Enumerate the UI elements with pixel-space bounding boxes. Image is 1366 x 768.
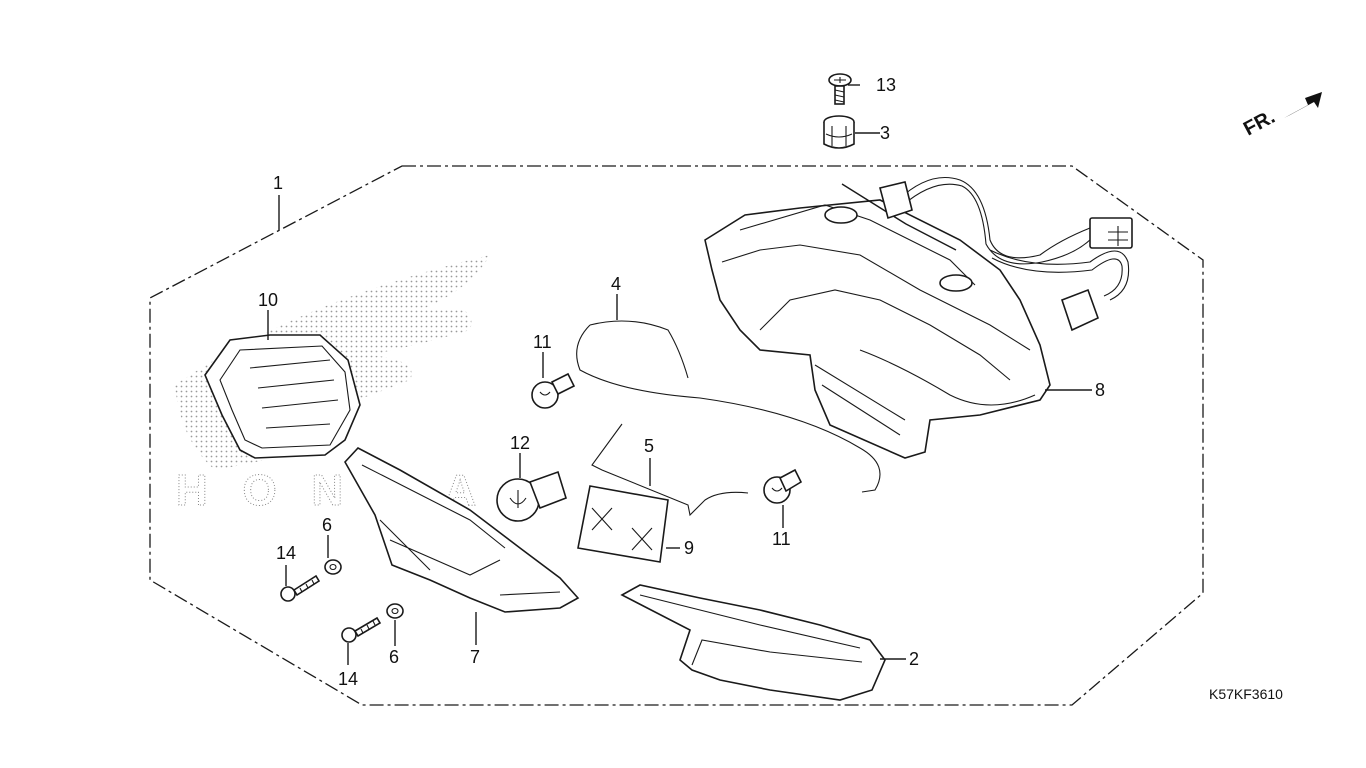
callout-6-upper: 6 [322,515,332,535]
front-direction-label: FR. [1240,106,1279,141]
washer-6-upper [324,559,342,575]
callout-12: 12 [510,433,530,453]
callout-13: 13 [876,75,896,95]
bracket-wire-5 [591,423,749,517]
callout-3: 3 [880,123,890,143]
callout-14-lower: 14 [338,669,358,689]
figure-code: K57KF3610 [1209,686,1283,702]
seal-4 [576,320,881,493]
reflector-9 [577,485,669,563]
screw-13 [828,73,852,105]
callout-9: 9 [684,538,694,558]
grommet-3 [823,115,855,149]
callout-11-right: 11 [772,529,791,549]
washer-6-lower [386,603,404,619]
screw-14-upper [280,574,321,602]
bulb-12 [496,470,567,522]
cover-2 [620,584,886,701]
callout-2: 2 [909,649,919,669]
taillight-base-8 [704,176,1133,459]
callout-14-upper: 14 [276,543,296,563]
callout-6-lower: 6 [389,647,399,667]
callout-4: 4 [611,274,621,294]
assembly-boundary [149,165,1204,706]
callouts: 1 2 3 4 5 6 6 7 8 9 10 11 11 12 13 14 14 [258,75,1105,689]
callout-10: 10 [258,290,278,310]
callout-5: 5 [644,436,654,456]
leader-lines [267,84,1092,665]
callout-11-left: 11 [533,332,552,352]
front-arrow-icon [1284,92,1322,118]
side-cover-7 [344,447,580,613]
front-direction-indicator: FR. [1240,92,1322,140]
bulb-11-left [531,372,576,409]
callout-8: 8 [1095,380,1105,400]
callout-7: 7 [470,647,480,667]
screw-14-lower [341,616,382,643]
lens-10 [204,334,361,459]
bulb-11-right [763,468,803,504]
callout-1: 1 [273,173,283,193]
